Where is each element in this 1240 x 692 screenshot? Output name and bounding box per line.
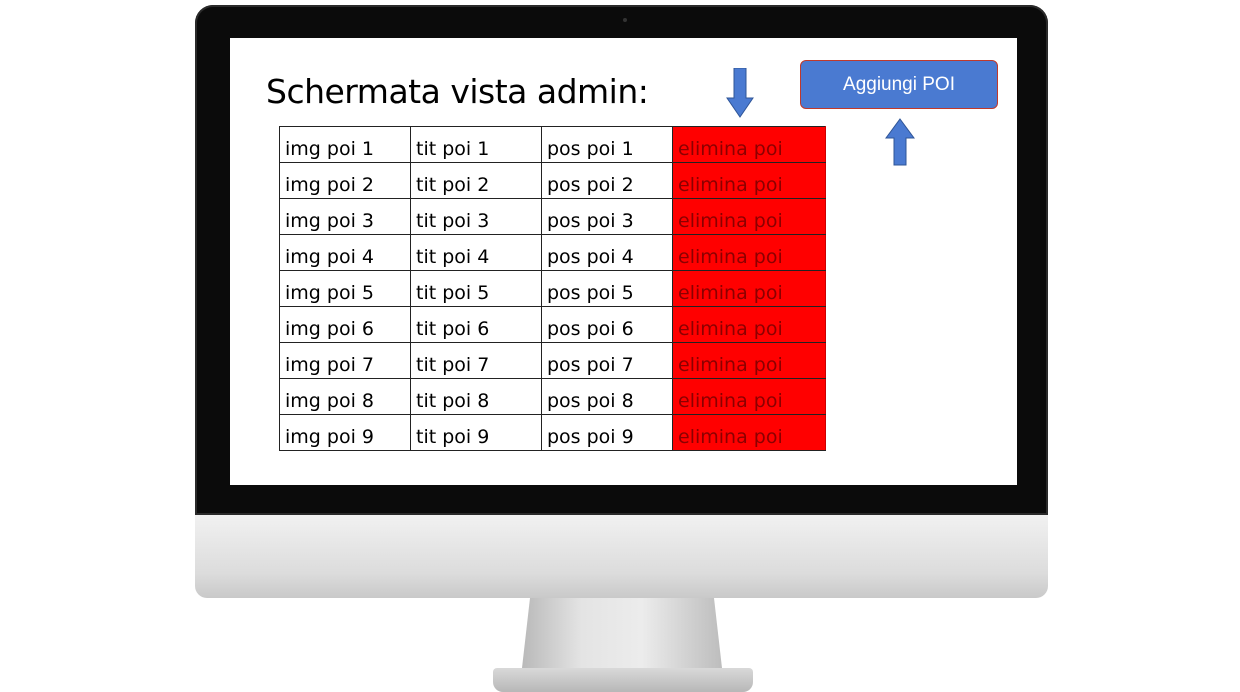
poi-position-cell: pos poi 8 (541, 378, 673, 415)
poi-title-cell: tit poi 6 (410, 306, 542, 343)
poi-image-cell: img poi 7 (279, 342, 411, 379)
delete-poi-button[interactable]: elimina poi (672, 414, 826, 451)
poi-position-cell: pos poi 4 (541, 234, 673, 271)
camera-icon (623, 18, 627, 22)
poi-position-cell: pos poi 2 (541, 162, 673, 199)
poi-title-cell: tit poi 2 (410, 162, 542, 199)
page-title: Schermata vista admin: (266, 72, 649, 111)
poi-image-cell: img poi 4 (279, 234, 411, 271)
poi-image-cell: img poi 6 (279, 306, 411, 343)
delete-poi-button[interactable]: elimina poi (672, 198, 826, 235)
poi-position-cell: pos poi 7 (541, 342, 673, 379)
poi-title-cell: tit poi 7 (410, 342, 542, 379)
delete-poi-button[interactable]: elimina poi (672, 126, 826, 163)
poi-title-cell: tit poi 9 (410, 414, 542, 451)
delete-poi-button[interactable]: elimina poi (672, 378, 826, 415)
poi-position-cell: pos poi 1 (541, 126, 673, 163)
poi-image-cell: img poi 3 (279, 198, 411, 235)
delete-poi-button[interactable]: elimina poi (672, 306, 826, 343)
poi-image-cell: img poi 5 (279, 270, 411, 307)
delete-poi-button[interactable]: elimina poi (672, 162, 826, 199)
monitor-stand (522, 598, 722, 668)
monitor-chin (195, 515, 1048, 598)
poi-position-cell: pos poi 9 (541, 414, 673, 451)
monitor-foot (493, 668, 753, 692)
delete-poi-button[interactable]: elimina poi (672, 270, 826, 307)
admin-screen: Schermata vista admin: Aggiungi POI img … (230, 38, 1017, 485)
poi-image-cell: img poi 2 (279, 162, 411, 199)
delete-poi-button[interactable]: elimina poi (672, 342, 826, 379)
poi-title-cell: tit poi 8 (410, 378, 542, 415)
arrow-up-icon (885, 118, 915, 166)
poi-image-cell: img poi 1 (279, 126, 411, 163)
delete-poi-button[interactable]: elimina poi (672, 234, 826, 271)
poi-title-cell: tit poi 5 (410, 270, 542, 307)
poi-title-cell: tit poi 1 (410, 126, 542, 163)
poi-image-cell: img poi 8 (279, 378, 411, 415)
poi-position-cell: pos poi 3 (541, 198, 673, 235)
poi-title-cell: tit poi 4 (410, 234, 542, 271)
poi-position-cell: pos poi 5 (541, 270, 673, 307)
add-poi-button[interactable]: Aggiungi POI (800, 60, 998, 109)
poi-image-cell: img poi 9 (279, 414, 411, 451)
arrow-down-icon (726, 68, 754, 118)
poi-position-cell: pos poi 6 (541, 306, 673, 343)
poi-title-cell: tit poi 3 (410, 198, 542, 235)
